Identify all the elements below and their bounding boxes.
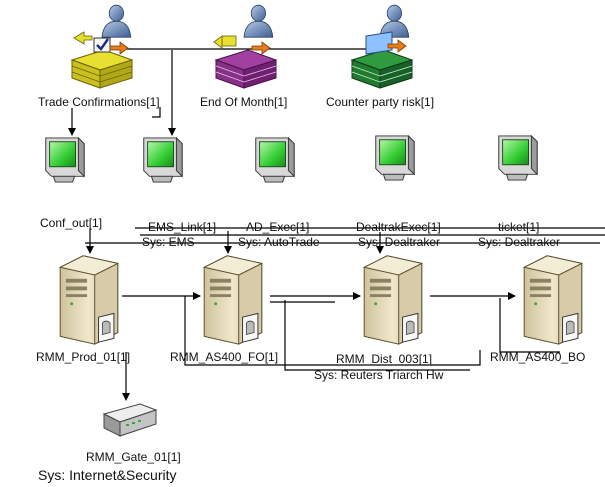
label-counter-party-risk: Counter party risk[1]	[326, 95, 434, 109]
label-rmm-as400-bo: RMM_AS400_BO	[490, 350, 585, 364]
terminal-ems-link[interactable]	[143, 137, 183, 183]
gateway-rmm-gate-01[interactable]	[102, 403, 158, 437]
server-rmm-dist-003[interactable]	[363, 255, 423, 345]
terminal-ad-exec[interactable]	[255, 137, 295, 183]
label-dealtrak-exec: DealtrakExec[1]	[356, 220, 441, 234]
label-rmm-gate-01: RMM_Gate_01[1]	[86, 450, 181, 464]
label-ad-exec-sys: Sys: AutoTrade	[238, 235, 320, 249]
role-trade-confirmations[interactable]	[70, 4, 134, 89]
server-rmm-as400-fo[interactable]	[203, 255, 263, 345]
terminal-dealtrak-exec[interactable]	[375, 135, 415, 181]
label-rmm-dist-003: RMM_Dist_003[1]	[336, 352, 432, 366]
label-rmm-dist-003-sys: Sys: Reuters Triarch Hw	[314, 368, 444, 382]
label-dealtrak-exec-sys: Sys: Dealtraker	[358, 235, 440, 249]
server-rmm-as400-bo[interactable]	[523, 255, 583, 345]
label-ems-link: EMS_Link[1]	[148, 220, 216, 234]
label-ticket: ticket[1]	[498, 220, 539, 234]
connection-lines	[68, 48, 605, 401]
terminal-conf-out[interactable]	[45, 137, 85, 183]
label-end-of-month: End Of Month[1]	[200, 95, 287, 109]
role-counter-party-risk[interactable]	[350, 4, 414, 89]
label-ad-exec: AD_Exec[1]	[246, 220, 309, 234]
label-conf-out: Conf_out[1]	[40, 216, 102, 230]
label-rmm-prod-01: RMM_Prod_01[1]	[36, 350, 130, 364]
server-rmm-prod-01[interactable]	[59, 255, 119, 345]
terminal-ticket[interactable]	[498, 135, 538, 181]
role-end-of-month[interactable]	[213, 4, 278, 89]
label-gate-sys: Sys: Internet&Security	[38, 467, 177, 483]
label-ems-link-sys: Sys: EMS	[142, 235, 195, 249]
label-trade-confirmations: Trade Confirmations[1]	[38, 95, 160, 109]
label-ticket-sys: Sys: Dealtraker	[478, 235, 560, 249]
label-rmm-as400-fo: RMM_AS400_FO[1]	[170, 350, 278, 364]
